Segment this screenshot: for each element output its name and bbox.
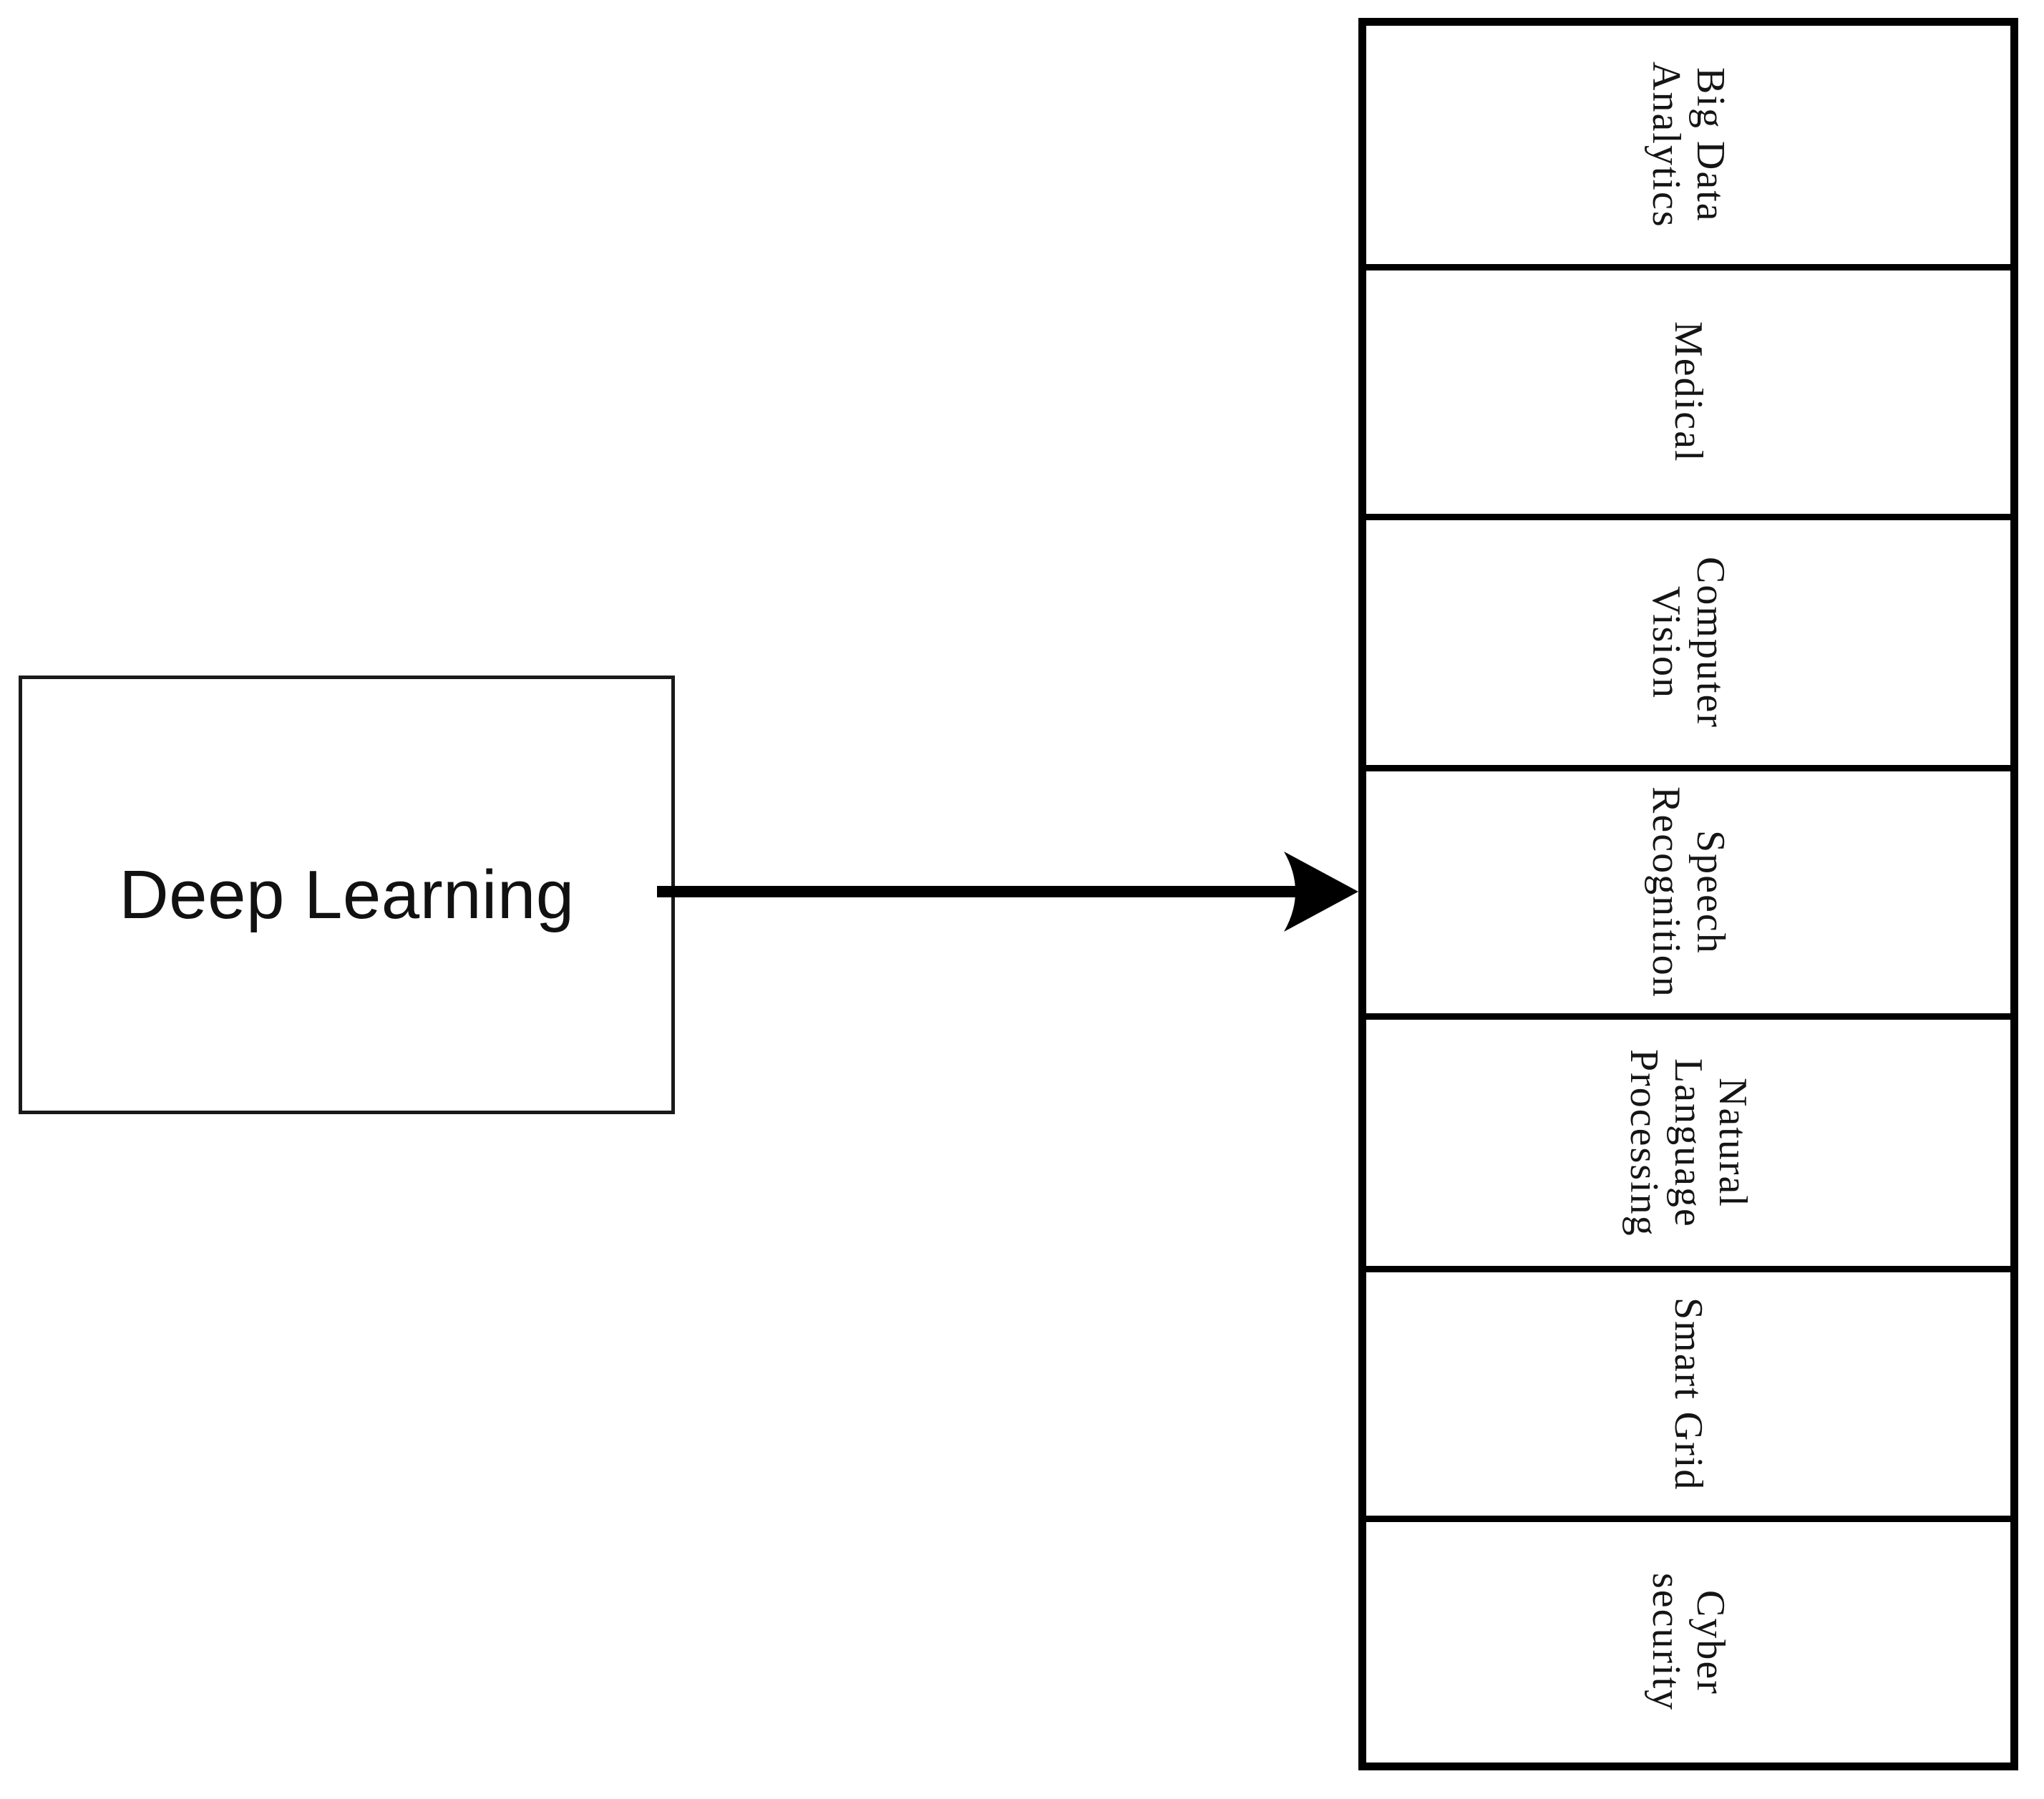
application-label-line: Smart Grid: [1666, 1297, 1710, 1491]
application-label-line: Medical: [1666, 321, 1710, 463]
application-label-line: Recognition: [1644, 786, 1688, 998]
application-cell-big-data-analytics[interactable]: Big Data Analytics: [1366, 26, 2010, 270]
source-node-label: Deep Learning: [119, 856, 575, 933]
label-stack: Speech Recognition: [1644, 786, 1733, 998]
label-stack: Computer Vision: [1644, 557, 1733, 728]
label-stack: Big Data Analytics: [1644, 62, 1733, 228]
application-cell-speech-recognition[interactable]: Speech Recognition: [1366, 771, 2010, 1020]
application-label-line: Big Data: [1688, 67, 1733, 223]
application-cell-computer-vision[interactable]: Computer Vision: [1366, 520, 2010, 771]
label-stack: Medical: [1666, 321, 1710, 463]
application-label-line: Vision: [1644, 585, 1688, 699]
application-label-line: Computer: [1688, 557, 1733, 728]
label-stack: Smart Grid: [1666, 1297, 1710, 1491]
arrow-connector: [657, 852, 1358, 932]
application-cell-medical[interactable]: Medical: [1366, 270, 2010, 520]
application-label-line: security: [1644, 1573, 1688, 1712]
source-node-deep-learning[interactable]: Deep Learning: [19, 676, 675, 1114]
application-label-line: Natural: [1710, 1078, 1755, 1208]
application-label-line: Analytics: [1644, 62, 1688, 228]
application-cell-natural-language-processing[interactable]: Natural Language Processing: [1366, 1020, 2010, 1272]
arrow-shaft: [657, 886, 1315, 897]
application-cell-smart-grid[interactable]: Smart Grid: [1366, 1272, 2010, 1522]
application-label-line: Speech: [1688, 830, 1733, 955]
application-label-line: Cyber: [1688, 1589, 1733, 1695]
application-label-line: Language: [1666, 1058, 1710, 1228]
label-stack: Natural Language Processing: [1622, 1048, 1755, 1237]
arrow-head: [1284, 852, 1358, 932]
label-stack: Cyber security: [1644, 1573, 1733, 1712]
applications-column: Big Data Analytics Medical Computer Visi…: [1358, 18, 2018, 1770]
application-cell-cyber-security[interactable]: Cyber security: [1366, 1522, 2010, 1763]
application-label-line: Processing: [1622, 1048, 1666, 1237]
